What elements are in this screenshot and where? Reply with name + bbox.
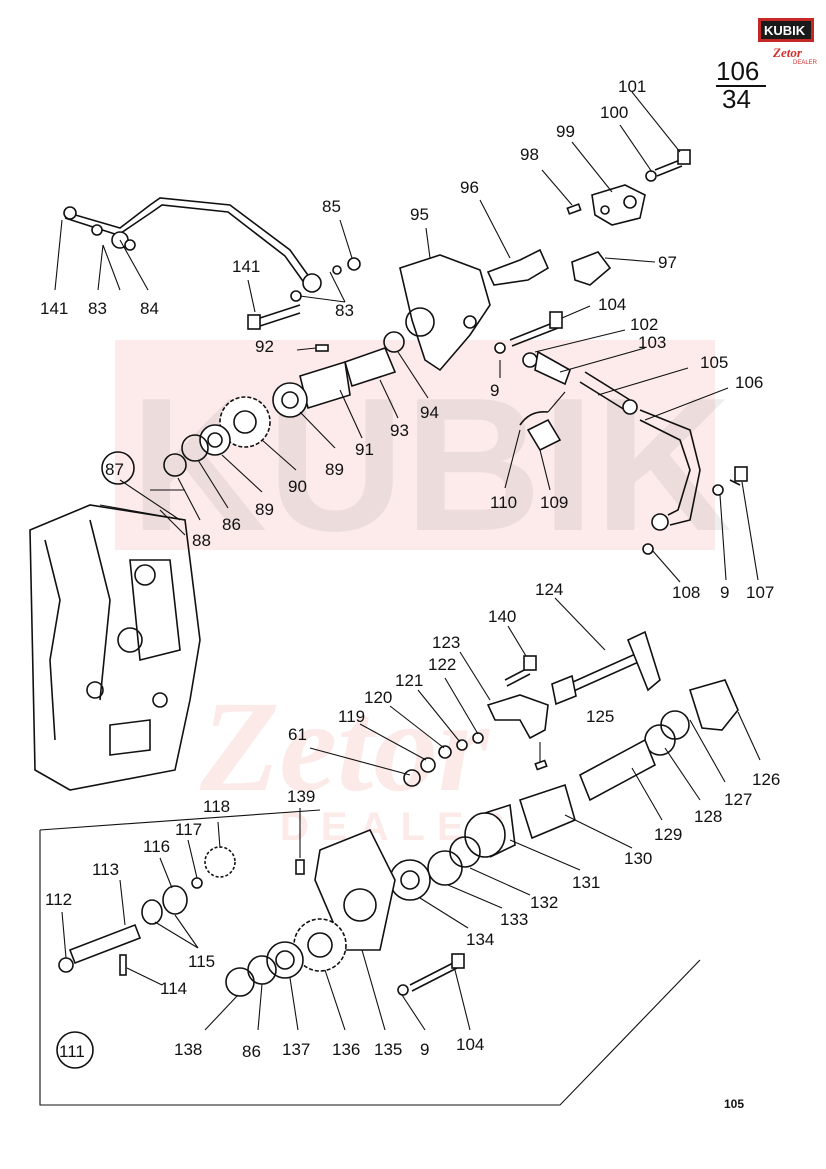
label-84: 84 — [140, 299, 159, 318]
lower-assembly — [58, 630, 739, 997]
label-133: 133 — [500, 910, 528, 929]
label-103: 103 — [638, 333, 666, 352]
label-113: 113 — [92, 860, 119, 879]
logo-brand: KUBIK — [764, 23, 806, 38]
label-116: 116 — [143, 837, 170, 856]
label-115: 115 — [188, 952, 215, 971]
gearbox-housing — [29, 504, 201, 791]
label-102: 102 — [630, 315, 658, 334]
label-9b: 9 — [720, 583, 729, 602]
group-label-87: 87 — [105, 460, 124, 479]
label-98: 98 — [520, 145, 539, 164]
label-121: 121 — [395, 671, 423, 690]
label-104b: 104 — [456, 1035, 484, 1054]
label-140: 140 — [488, 607, 516, 626]
label-93: 93 — [390, 421, 409, 440]
page-ref-top: 106 — [716, 56, 759, 86]
label-130: 130 — [624, 849, 652, 868]
label-90: 90 — [288, 477, 307, 496]
label-107: 107 — [746, 583, 774, 602]
page-number: 105 — [724, 1097, 744, 1111]
label-141a: 141 — [232, 257, 260, 276]
label-86a: 86 — [222, 515, 241, 534]
label-114: 114 — [160, 979, 187, 998]
label-109: 109 — [540, 493, 568, 512]
label-88: 88 — [192, 531, 211, 550]
label-101: 101 — [618, 77, 646, 96]
upper-assembly — [63, 149, 748, 555]
label-124: 124 — [535, 580, 563, 599]
label-106: 106 — [735, 373, 763, 392]
logo-tag: DEALER — [793, 60, 818, 66]
label-110: 110 — [490, 493, 517, 512]
label-94: 94 — [420, 403, 439, 422]
group-87-frame — [119, 479, 185, 521]
label-104a: 104 — [598, 295, 626, 314]
label-85: 85 — [322, 197, 341, 216]
label-108: 108 — [672, 583, 700, 602]
label-97: 97 — [658, 253, 677, 272]
label-83b: 83 — [88, 299, 107, 318]
label-135: 135 — [374, 1040, 402, 1059]
label-122: 122 — [428, 655, 456, 674]
label-128: 128 — [694, 807, 722, 826]
label-126: 126 — [752, 770, 780, 789]
page-reference: 106 34 — [716, 56, 766, 114]
label-120: 120 — [364, 688, 392, 707]
kubik-logo: KUBIK Zetor DEALER — [758, 18, 818, 66]
label-100: 100 — [600, 103, 628, 122]
label-83a: 83 — [335, 301, 354, 320]
label-96: 96 — [460, 178, 479, 197]
label-141b: 141 — [40, 299, 68, 318]
label-61: 61 — [288, 725, 307, 744]
label-134: 134 — [466, 930, 494, 949]
label-138: 138 — [174, 1040, 202, 1059]
watermark-text-1: KUBIK — [130, 359, 732, 571]
label-123: 123 — [432, 633, 460, 652]
label-9c: 9 — [420, 1040, 429, 1059]
label-137: 137 — [282, 1040, 310, 1059]
label-105: 105 — [700, 353, 728, 372]
part-labels: 101 100 99 98 96 95 85 97 141 83 84 141 … — [40, 77, 780, 1061]
logo-sub: Zetor — [772, 45, 803, 60]
page-ref-bottom: 34 — [722, 84, 751, 114]
label-86b: 86 — [242, 1042, 261, 1061]
group-label-111: 111 — [59, 1042, 85, 1061]
label-118: 118 — [203, 797, 230, 816]
label-131: 131 — [572, 873, 600, 892]
label-91: 91 — [355, 440, 374, 459]
label-9a: 9 — [490, 381, 499, 400]
label-139: 139 — [287, 787, 315, 806]
label-132: 132 — [530, 893, 558, 912]
label-99: 99 — [556, 122, 575, 141]
label-129: 129 — [654, 825, 682, 844]
label-95: 95 — [410, 205, 429, 224]
watermark: KUBIK Zetor DEALER — [115, 340, 732, 849]
label-89a: 89 — [325, 460, 344, 479]
label-89b: 89 — [255, 500, 274, 519]
label-119: 119 — [338, 707, 365, 726]
group-111-circle — [56, 1031, 94, 1069]
label-127: 127 — [724, 790, 752, 809]
label-117: 117 — [175, 820, 202, 839]
label-112: 112 — [45, 890, 72, 909]
label-125: 125 — [586, 707, 614, 726]
group-111-frame — [39, 809, 701, 1106]
label-92: 92 — [255, 337, 274, 356]
leader-lines — [54, 91, 761, 1031]
label-136: 136 — [332, 1040, 360, 1059]
group-87-circle — [101, 451, 135, 485]
